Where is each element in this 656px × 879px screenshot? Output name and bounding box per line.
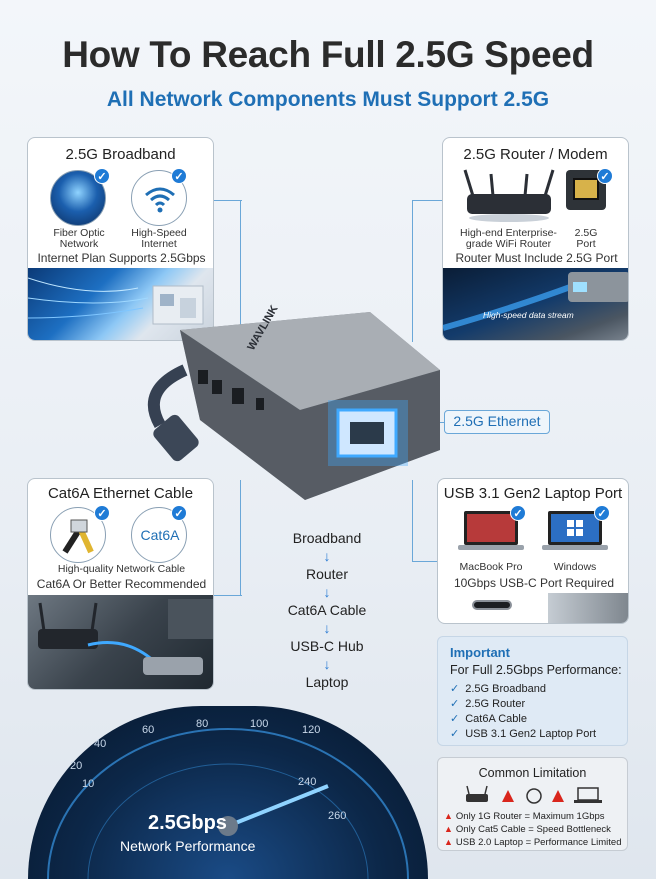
important-title: Important xyxy=(450,645,510,660)
router-caption: Router Must Include 2.5G Port xyxy=(455,251,618,265)
flow-step-hub: USB-C Hub xyxy=(290,638,364,654)
broadband-item1-line1: Fiber Optic xyxy=(53,227,105,239)
laptop-card: USB 3.1 Gen2 Laptop Port ✓ MacBook Pro ✓… xyxy=(437,478,629,624)
ethernet-label: 2.5G Ethernet xyxy=(444,410,550,434)
gauge-tick: 120 xyxy=(302,724,321,736)
flow-step-laptop: Laptop xyxy=(305,674,349,690)
warning-icon: ▲ xyxy=(444,824,453,834)
connector-cable-h xyxy=(214,595,242,596)
usb-c-hub xyxy=(147,312,440,500)
check-icon: ✓ xyxy=(450,698,460,710)
laptop-item2: Windows xyxy=(553,561,597,573)
important-subtitle: For Full 2.5Gbps Performance: xyxy=(450,663,622,677)
important-item: ✓Cat6A Cable xyxy=(450,713,527,725)
check-icon: ✓ xyxy=(597,168,613,184)
broadband-card: 2.5G Broadband ✓ Fiber Optic Network ✓ H… xyxy=(27,137,214,341)
router-title: 2.5G Router / Modem xyxy=(463,146,608,163)
connector-laptop xyxy=(412,480,413,562)
check-icon: ✓ xyxy=(450,713,460,725)
gauge-tick: 20 xyxy=(70,760,83,772)
check-icon: ✓ xyxy=(171,505,187,521)
connector-router-vertical xyxy=(412,200,413,342)
stream-label: High-speed data stream xyxy=(483,310,574,320)
gauge-tick: 60 xyxy=(142,724,155,736)
cable-card: Cat6A Ethernet Cable ✓ Cat6A ✓ High-qual… xyxy=(27,478,214,690)
laptop-item1: MacBook Pro xyxy=(459,561,523,573)
check-icon: ✓ xyxy=(594,505,610,521)
connector-cable xyxy=(240,480,241,596)
gauge-tick: 10 xyxy=(82,778,95,790)
limitation-icons xyxy=(466,785,602,804)
gauge-tick: 100 xyxy=(250,718,269,730)
connector-broadband xyxy=(214,200,242,201)
windows-laptop-icon xyxy=(542,511,608,550)
router-item1-line1: High-end Enterprise- xyxy=(460,227,557,239)
connector-laptop-h xyxy=(412,561,438,562)
check-icon: ✓ xyxy=(450,683,460,695)
warning-icon: ▲ xyxy=(444,837,453,847)
check-icon: ✓ xyxy=(94,505,110,521)
wifi-icon xyxy=(131,170,187,226)
flow-arrow-icon: ↓ xyxy=(323,584,331,600)
laptop-icon xyxy=(458,511,524,550)
speed-value: 2.5Gbps xyxy=(148,812,227,834)
flow-arrow-icon: ↓ xyxy=(323,620,331,636)
limitation-box: Common Limitation ▲Only 1G Router = Maxi… xyxy=(437,757,628,851)
usb-c-port-icon xyxy=(472,600,512,610)
laptop-edge-photo xyxy=(548,593,628,623)
important-item: ✓2.5G Broadband xyxy=(450,683,546,695)
laptop-title: USB 3.1 Gen2 Laptop Port xyxy=(443,485,623,502)
speed-label: Network Performance xyxy=(120,838,256,854)
connector-broadband-vertical xyxy=(240,200,241,342)
broadband-title: 2.5G Broadband xyxy=(65,146,176,163)
limitation-title: Common Limitation xyxy=(478,766,587,780)
router-icon xyxy=(463,169,555,222)
broadband-caption: Internet Plan Supports 2.5Gbps xyxy=(37,251,206,265)
broadband-item2-line1: High-Speed xyxy=(131,227,187,239)
warning-icon: ▲ xyxy=(444,811,453,821)
page-title: How To Reach Full 2.5G Speed xyxy=(62,34,594,75)
router-card: 2.5G Router / Modem High-end Enterprise-… xyxy=(442,137,629,341)
gauge-tick: 40 xyxy=(94,738,107,750)
broadband-item2-line2: Internet xyxy=(141,238,177,250)
cat6a-badge-text: Cat6A xyxy=(140,527,180,543)
data-stream-photo: High-speed data stream xyxy=(443,268,628,340)
page-subtitle: All Network Components Must Support 2.5G xyxy=(106,88,550,111)
gauge-tick: 240 xyxy=(298,776,317,788)
flow-step-router: Router xyxy=(305,566,349,582)
flow-arrow-icon: ↓ xyxy=(323,548,331,564)
important-item: ✓2.5G Router xyxy=(450,698,526,710)
limitation-item: ▲USB 2.0 Laptop = Performance Limited xyxy=(444,837,622,848)
limitation-item: ▲Only 1G Router = Maximum 1Gbps xyxy=(444,811,605,822)
check-icon: ✓ xyxy=(510,505,526,521)
router-item2-line2: Port xyxy=(576,238,596,250)
cable-title: Cat6A Ethernet Cable xyxy=(47,485,194,502)
cable-caption: Cat6A Or Better Recommended xyxy=(36,577,207,591)
gauge-tick: 260 xyxy=(328,810,347,822)
important-item: ✓USB 3.1 Gen2 Laptop Port xyxy=(450,728,597,740)
cable-item: High-quality Network Cable xyxy=(57,563,186,575)
router-desk-photo xyxy=(28,595,213,689)
gauge-tick: 80 xyxy=(196,718,209,730)
check-icon: ✓ xyxy=(94,168,110,184)
limitation-item: ▲Only Cat5 Cable = Speed Bottleneck xyxy=(444,824,611,835)
check-icon: ✓ xyxy=(450,728,460,740)
router-item1-line2: grade WiFi Router xyxy=(465,238,552,250)
check-icon: ✓ xyxy=(171,168,187,184)
laptop-caption: 10Gbps USB-C Port Required xyxy=(453,576,615,590)
important-box: Important For Full 2.5Gbps Performance: … xyxy=(437,636,628,746)
flow-step-cable: Cat6A Cable xyxy=(287,602,367,618)
flow-step-broadband: Broadband xyxy=(292,530,362,546)
fiber-photo xyxy=(28,268,213,340)
router-item2-line1: 2.5G xyxy=(574,227,598,239)
flow-arrow-icon: ↓ xyxy=(323,656,331,672)
broadband-item1-line2: Network xyxy=(59,238,99,250)
connector-router xyxy=(412,200,442,201)
